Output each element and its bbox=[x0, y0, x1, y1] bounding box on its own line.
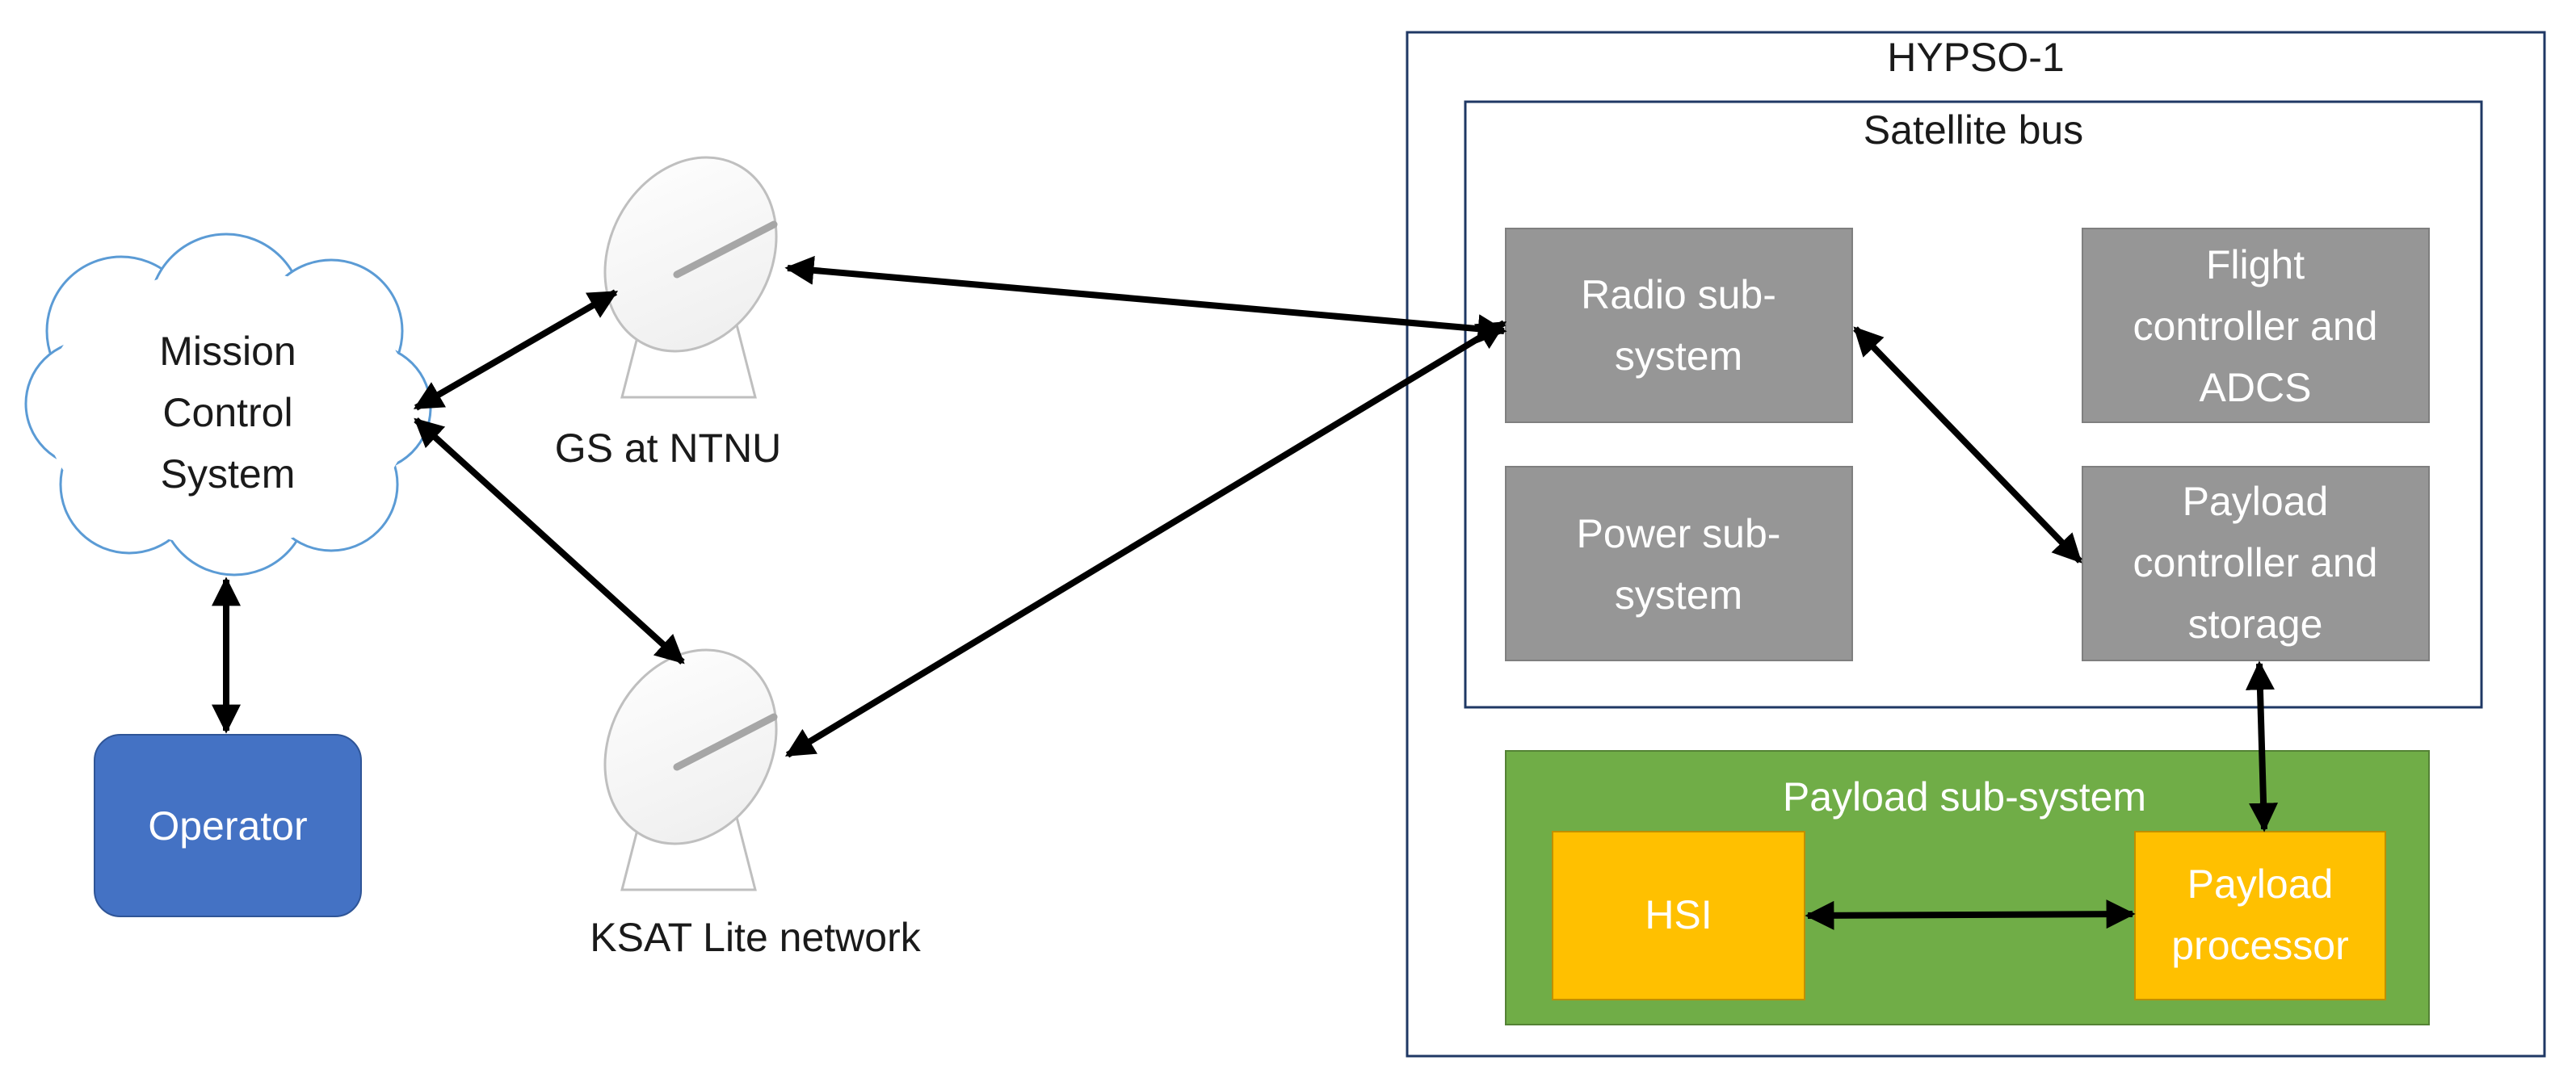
radio-subsystem-box: Radio sub- system bbox=[1505, 228, 1853, 423]
payload-processor-box: Payload processor bbox=[2134, 831, 2386, 1000]
payload-controller-label-line1: Payload bbox=[2183, 479, 2329, 524]
payload-processor-label-line2: processor bbox=[2171, 923, 2349, 968]
payload-controller-box: Payload controller and storage bbox=[2082, 466, 2430, 661]
gs-ntnu-label: GS at NTNU bbox=[555, 426, 782, 471]
arrow-gs-ntnu-radio bbox=[784, 255, 1507, 344]
ksat-dish-icon bbox=[603, 648, 778, 891]
flight-controller-label-line2: controller and bbox=[2133, 304, 2378, 349]
operator-box: Operator bbox=[94, 734, 362, 917]
flight-controller-box: Flight controller and ADCS bbox=[2082, 228, 2430, 423]
radio-subsystem-label-line2: system bbox=[1615, 333, 1742, 379]
hypso-1-title: HYPSO-1 bbox=[1887, 35, 2065, 80]
radio-subsystem-label-line1: Radio sub- bbox=[1581, 272, 1776, 317]
arrow-ksat-radio bbox=[784, 320, 1507, 758]
hsi-label: HSI bbox=[1645, 892, 1712, 937]
gs-ntnu-dish-icon bbox=[603, 156, 778, 399]
mission-control-label-line3: System bbox=[161, 451, 296, 497]
power-subsystem-box: Power sub- system bbox=[1505, 466, 1853, 661]
payload-subsystem-title: Payload sub-system bbox=[1783, 774, 2146, 820]
power-subsystem-label-line2: system bbox=[1615, 572, 1742, 618]
ksat-label: KSAT Lite network bbox=[590, 915, 921, 960]
payload-processor-label-line1: Payload bbox=[2187, 862, 2334, 907]
mission-control-cloud: Mission Control System bbox=[24, 233, 432, 576]
arrow-hsi-processor bbox=[1805, 899, 2136, 930]
payload-controller-label-line2: controller and bbox=[2133, 540, 2378, 585]
hsi-box: HSI bbox=[1552, 831, 1805, 1000]
mission-control-label-line1: Mission bbox=[159, 329, 296, 374]
mission-control-label-line2: Control bbox=[162, 390, 292, 435]
flight-controller-label-line1: Flight bbox=[2206, 242, 2305, 287]
arrow-mcs-gs-ntnu bbox=[413, 289, 619, 411]
flight-controller-label-line3: ADCS bbox=[2200, 365, 2312, 410]
power-subsystem-label-line1: Power sub- bbox=[1577, 511, 1781, 556]
arrow-mcs-ksat bbox=[414, 417, 685, 664]
payload-controller-label-line3: storage bbox=[2188, 602, 2323, 647]
operator-label: Operator bbox=[148, 803, 307, 849]
satellite-bus-title: Satellite bus bbox=[1864, 107, 2083, 153]
arrow-radio-payload-controller bbox=[1853, 326, 2082, 564]
arrow-payload-controller-processor bbox=[2245, 660, 2279, 832]
